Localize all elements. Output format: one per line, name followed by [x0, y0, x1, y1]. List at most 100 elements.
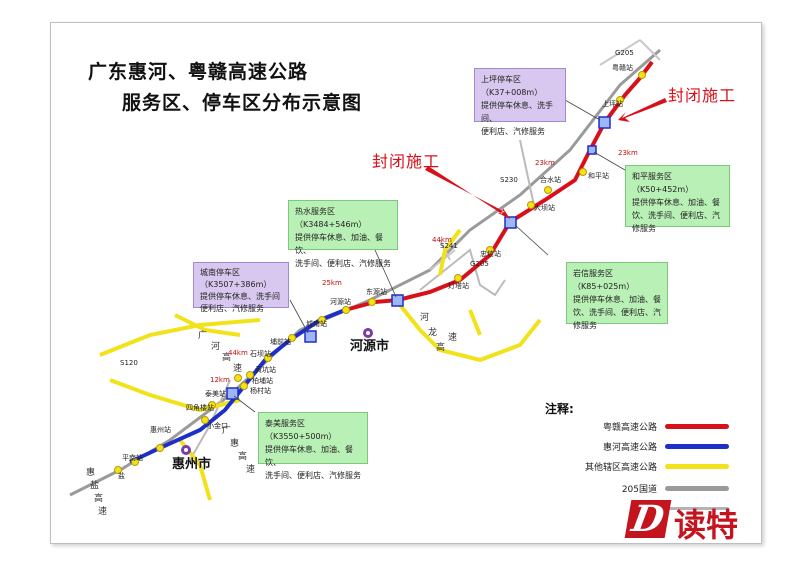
- legend-title: 注释:: [545, 402, 574, 416]
- station-label: 石坝站: [250, 349, 271, 358]
- info-box-line: 提供停车休息、加油、餐饮、: [295, 233, 383, 255]
- info-box-line: 提供停车休息、洗手间、: [481, 101, 553, 123]
- service-marker-chengnan[interactable]: [304, 330, 317, 343]
- info-box-reshui[interactable]: 热水服务区（K3484+546m） 提供停车休息、加油、餐饮、 洗手间、便利店、…: [288, 200, 398, 268]
- info-box-line: 饮、洗手间、便利店、汽: [632, 211, 720, 220]
- info-box-line: 提供停车休息、洗手间: [200, 292, 280, 301]
- closure-label-middle: 封闭施工: [372, 152, 441, 171]
- info-box-line: 提供停车休息、加油、餐: [573, 295, 661, 304]
- station-label: 大坝站: [534, 203, 555, 212]
- info-box-title: 泰美服务区（K3550+500m）: [265, 419, 337, 441]
- legend-item: 惠河高速公路: [545, 438, 745, 456]
- info-box-line: 便利店、汽修服务: [481, 127, 545, 136]
- station-label: 忠信站: [480, 249, 501, 258]
- station-label: 盐: [118, 471, 125, 480]
- highway-label: 盐: [90, 479, 99, 491]
- logo-text: 读特: [674, 506, 739, 544]
- info-box-line: 便利店、汽修服务: [200, 304, 264, 313]
- legend-item: 粤赣高速公路: [545, 418, 745, 436]
- highway-label: 河: [211, 340, 220, 352]
- distance-label: 25km: [322, 279, 342, 287]
- provincial-road-2: [429, 39, 661, 271]
- station-label: 四角楼站: [186, 403, 214, 412]
- guanghui-highway: [109, 378, 241, 413]
- legend-label: 其他辖区高速公路: [584, 463, 657, 473]
- road-label: S241: [440, 242, 458, 250]
- highway-label: 惠: [86, 466, 95, 478]
- highway-label: 惠: [230, 437, 239, 449]
- legend-swatch: [665, 444, 729, 449]
- station-label: 灯塔站: [448, 281, 469, 290]
- info-box-line: 提供停车休息、加油、餐: [632, 198, 720, 207]
- city-marker-huizhou: [181, 445, 191, 455]
- service-marker-reshui[interactable]: [391, 294, 404, 307]
- legend-swatch: [665, 486, 729, 491]
- station-label: 埔前站: [270, 337, 291, 346]
- info-box-line: 修服务: [573, 321, 597, 330]
- station-label: 杨村站: [250, 386, 271, 395]
- city-marker-heyuan: [363, 328, 373, 338]
- legend-swatch: [665, 507, 729, 510]
- road-label: S230: [500, 176, 518, 184]
- road-label: S120: [120, 359, 138, 367]
- callout-lines: [233, 99, 626, 413]
- info-box-title: 热水服务区（K3484+546m）: [295, 207, 367, 229]
- service-marker-yanxin[interactable]: [504, 216, 517, 229]
- distance-label: 44km: [228, 349, 248, 357]
- station-label: 柏埔站: [252, 376, 273, 385]
- station-label: 粤赣站: [612, 63, 633, 72]
- station-label: 东源站: [366, 287, 387, 296]
- closure-arrow-2: [425, 166, 510, 219]
- page-title-line2: 服务区、停车区分布示意图: [122, 92, 363, 114]
- info-box-chengnan[interactable]: 城南停车区（K3507+386m） 提供停车休息、洗手间 便利店、汽修服务: [193, 262, 289, 313]
- logo-mark: D: [624, 498, 672, 540]
- service-marker-shangping[interactable]: [598, 116, 611, 129]
- info-box-title: 上坪停车区（K37+008m）: [481, 75, 543, 97]
- legend-swatch: [665, 424, 729, 429]
- info-box-line: 提供停车休息、加油、餐饮、: [265, 445, 353, 467]
- guanghe-highway: [99, 318, 261, 357]
- highway-label: 广: [198, 329, 207, 341]
- map-legend: 注释: 粤赣高速公路 惠河高速公路 其他辖区高速公路 205国道 省道: [545, 400, 745, 515]
- station-label: 惠州站: [150, 425, 171, 434]
- local-highway: [174, 309, 482, 337]
- highway-label: 龙: [428, 326, 437, 338]
- station-label: 和平站: [588, 171, 609, 180]
- legend-label: 惠河高速公路: [602, 443, 657, 453]
- info-box-line: 修服务: [632, 224, 656, 233]
- station-label: 黄坑站: [255, 365, 276, 374]
- highway-label: 高: [222, 351, 231, 363]
- service-marker-taimei[interactable]: [226, 387, 239, 400]
- highway-label: 高: [238, 450, 247, 462]
- closure-arrow-1: [618, 98, 667, 122]
- legend-item: 205国道: [545, 480, 745, 498]
- highway-label: 速: [233, 363, 242, 374]
- distance-label: 23km: [535, 159, 555, 167]
- city-huizhou: 惠州市: [172, 456, 211, 472]
- info-box-line: 饮、洗手间、便利店、汽: [573, 308, 661, 317]
- info-box-line: 洗手间、便利店、汽修服务: [295, 259, 391, 268]
- legend-swatch: [665, 464, 729, 469]
- city-heyuan: 河源市: [350, 338, 389, 354]
- station-label: 河源站: [330, 297, 351, 306]
- legend-label: 粤赣高速公路: [602, 423, 657, 433]
- info-box-shangping[interactable]: 上坪停车区（K37+008m） 提供停车休息、洗手间、 便利店、汽修服务: [474, 68, 566, 136]
- distance-label: 44km: [432, 236, 452, 244]
- legend-item: 其他辖区高速公路: [545, 458, 745, 476]
- service-marker-heping[interactable]: [587, 145, 597, 155]
- info-box-taimei[interactable]: 泰美服务区（K3550+500m） 提供停车休息、加油、餐饮、 洗手间、便利店、…: [258, 412, 368, 480]
- info-box-heping[interactable]: 和平服务区（K50+452m） 提供停车休息、加油、餐 饮、洗手间、便利店、汽 …: [625, 165, 730, 233]
- station-label: 平南站: [122, 453, 143, 462]
- legend-label: 205国道: [621, 485, 657, 495]
- closure-label-upper: 封闭施工: [668, 86, 737, 105]
- highway-label: 广: [222, 424, 231, 436]
- highway-label: 速: [448, 332, 457, 343]
- info-box-title: 城南停车区（K3507+386m）: [200, 268, 272, 289]
- station-label: 小金口: [207, 421, 228, 430]
- highway-label: 高: [436, 341, 445, 353]
- local-highway-2: [438, 228, 462, 276]
- info-box-yanxin[interactable]: 岩信服务区（K85+025m） 提供停车休息、加油、餐 饮、洗手间、便利店、汽 …: [566, 262, 668, 330]
- station-label: 城南站: [306, 319, 327, 328]
- highway-label: 高: [94, 492, 103, 504]
